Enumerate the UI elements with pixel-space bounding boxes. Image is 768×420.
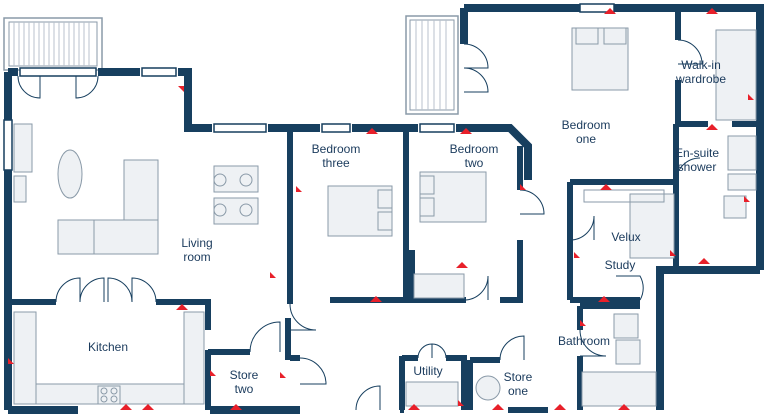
room-label-living: Living room <box>181 236 213 264</box>
doors <box>17 39 703 411</box>
room-label-en-suite: En-suite shower <box>674 146 720 174</box>
room-label-utility: Utility <box>413 364 443 378</box>
room-label-store-one: Store one <box>503 370 533 398</box>
room-label-bedroom-three: Bedroom three <box>311 142 361 170</box>
room-label-bedroom-one: Bedroom one <box>561 118 611 146</box>
room-label-velux: Velux <box>611 230 641 244</box>
balcony-left <box>3 17 103 71</box>
room-label-walk-in-wardrobe: Walk-in wardrobe <box>675 58 727 86</box>
room-label-store-two: Store two <box>229 368 259 396</box>
room-label-bathroom: Bathroom <box>557 334 611 348</box>
room-label-kitchen: Kitchen <box>87 340 129 354</box>
sensor-markers <box>8 8 754 410</box>
interior-walls <box>8 8 760 413</box>
room-label-bedroom-two: Bedroom two <box>449 142 499 170</box>
furniture <box>13 27 757 407</box>
room-label-study: Study <box>604 258 636 272</box>
balcony-right <box>405 15 459 115</box>
windows <box>3 3 615 171</box>
